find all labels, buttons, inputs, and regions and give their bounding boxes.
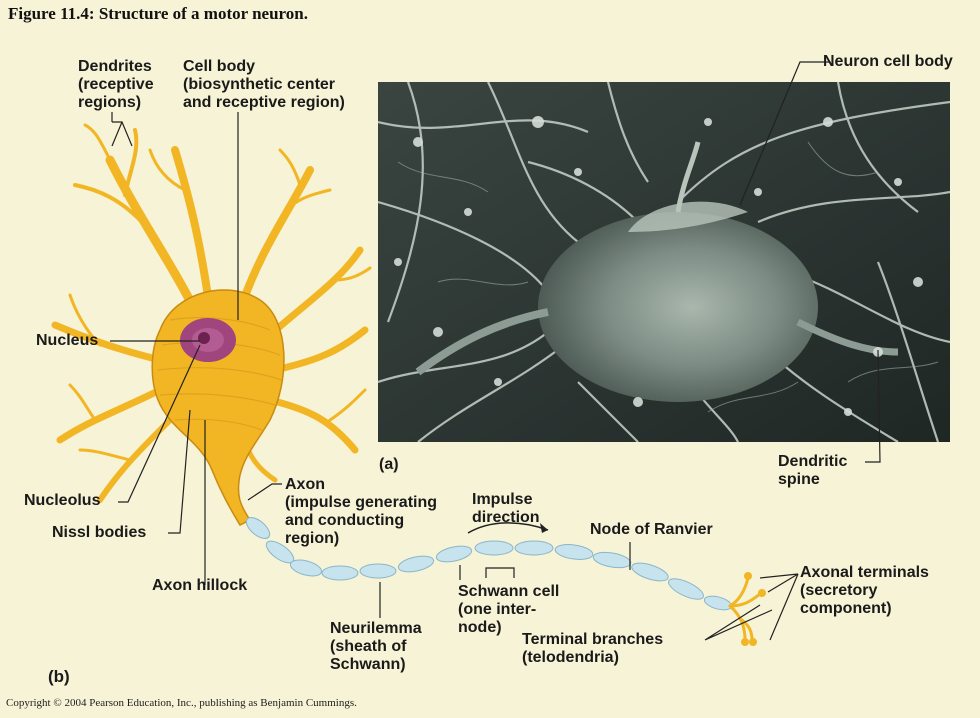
panel-b-label: (b): [48, 667, 70, 686]
label-neurilemma: Neurilemma (sheath of Schwann): [330, 620, 422, 673]
label-node-of-ranvier: Node of Ranvier: [590, 521, 713, 538]
label-impulse-direction: Impulse direction: [472, 491, 540, 526]
figure-title: Figure 11.4: Structure of a motor neuron…: [8, 4, 308, 23]
label-dendritic-spine: Dendritic spine: [778, 453, 848, 488]
neuron-micrograph: [378, 82, 950, 442]
label-dendrites: Dendrites (receptive regions): [78, 58, 154, 111]
myelin-sheath: [245, 517, 733, 611]
axonal-terminals: [741, 572, 766, 646]
label-axonal-terminals: Axonal terminals (secretory component): [800, 564, 929, 617]
label-neuron-cell-body: Neuron cell body: [823, 53, 953, 70]
nucleolus: [198, 332, 210, 344]
label-nucleus: Nucleus: [36, 332, 99, 349]
label-axon: Axon (impulse generating and conducting …: [285, 476, 438, 547]
label-cell-body: Cell body (biosynthetic center and recep…: [183, 58, 345, 111]
label-terminal-branches: Terminal branches (telodendria): [522, 631, 664, 666]
label-nissl-bodies: Nissl bodies: [52, 524, 147, 541]
panel-a-label: (a): [379, 456, 399, 473]
label-schwann-cell: Schwann cell (one inter- node): [458, 583, 560, 636]
label-nucleolus: Nucleolus: [24, 492, 101, 509]
terminal-branches: [728, 576, 762, 642]
copyright-notice: Copyright © 2004 Pearson Education, Inc.…: [6, 697, 357, 709]
label-axon-hillock: Axon hillock: [152, 577, 248, 594]
impulse-direction-arrow: [467, 522, 549, 534]
